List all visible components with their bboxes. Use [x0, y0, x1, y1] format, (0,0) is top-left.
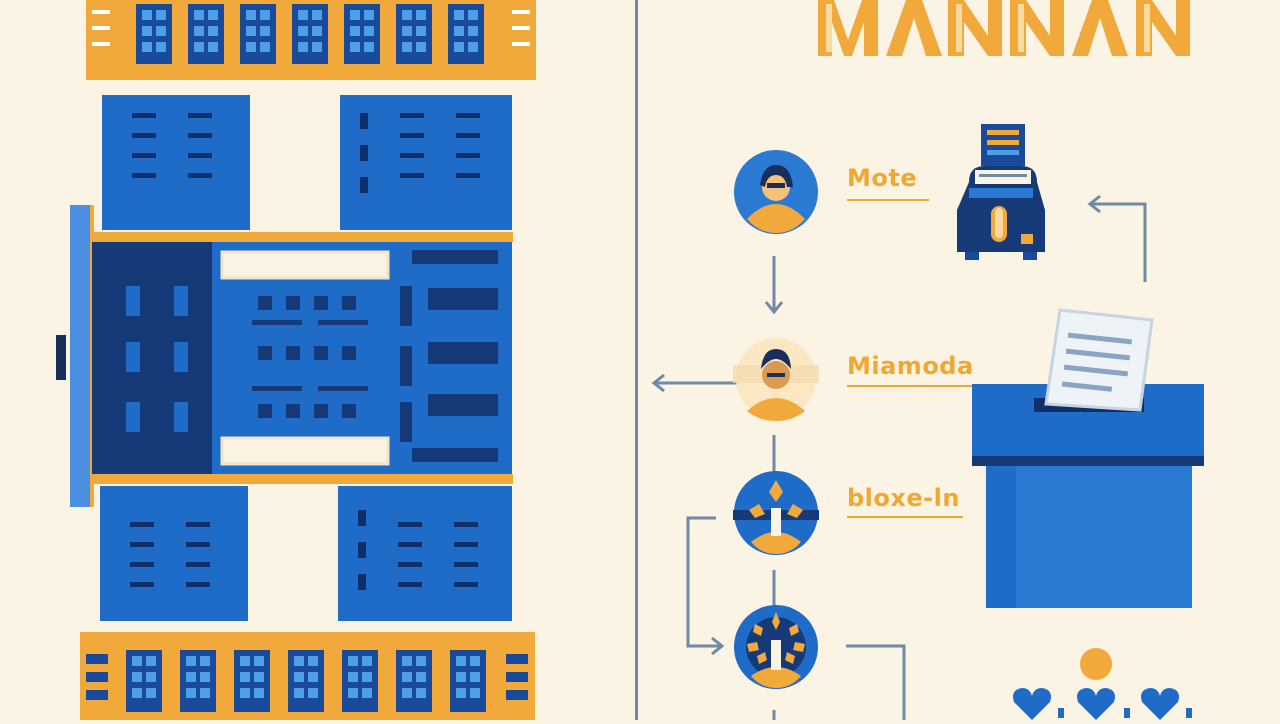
step-2-person-icon [733, 335, 819, 421]
heart-icon [1013, 688, 1051, 720]
upper-right-block [340, 95, 512, 230]
bottom-window-strip [80, 632, 535, 720]
rail-bottom [88, 474, 513, 484]
header-lettering [818, 0, 1213, 62]
side-post [70, 205, 94, 507]
side-knob [56, 335, 66, 380]
step-3-icon [733, 470, 819, 556]
ballot-box-icon [972, 300, 1212, 612]
lower-right-block [338, 486, 512, 621]
heart-icon [1077, 688, 1115, 720]
hearts-group [1010, 646, 1210, 720]
bottom-windows [86, 650, 528, 712]
central-details [92, 242, 498, 474]
rail-top [88, 232, 513, 242]
step-1-label: Mote [847, 164, 918, 192]
step-2-label: Miamoda [847, 352, 974, 380]
step-3-label: bloxe-ln [847, 484, 960, 512]
step-1-person-icon [733, 149, 819, 235]
document-icon [1044, 308, 1154, 412]
step-4-icon [733, 604, 819, 690]
central-section [92, 242, 512, 474]
header-glyphs [818, 0, 1190, 56]
block-lines [130, 522, 210, 587]
top-window-strip [86, 0, 536, 80]
block-lines [358, 510, 478, 590]
top-windows [92, 4, 530, 64]
voting-machine-icon [955, 122, 1047, 262]
center-divider [635, 0, 638, 720]
upper-left-block [102, 95, 250, 230]
heart-icon [1141, 688, 1179, 720]
lower-left-block [100, 486, 248, 621]
step-3-underline [847, 516, 963, 518]
block-lines [360, 113, 480, 193]
step-1-underline [847, 199, 929, 201]
flow-connectors [651, 194, 1147, 720]
step-2-underline [847, 385, 983, 387]
block-lines [132, 113, 212, 178]
